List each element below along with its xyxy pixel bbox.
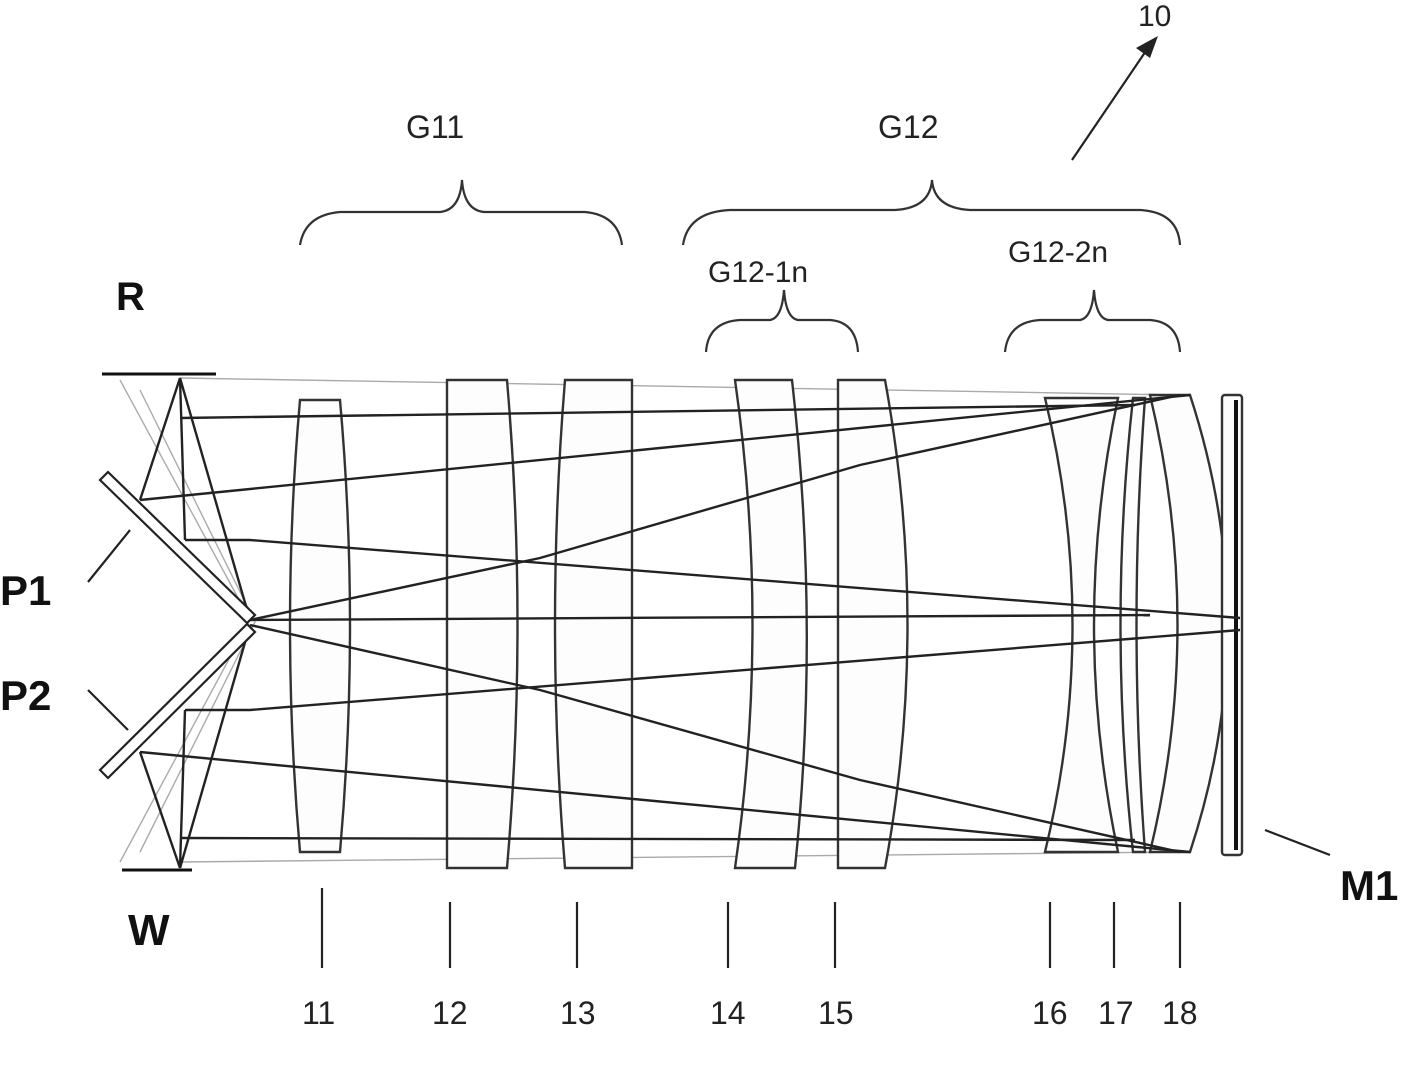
group-label-g12: G12 bbox=[878, 109, 938, 145]
element-label-15: 15 bbox=[818, 995, 854, 1031]
leader-p2 bbox=[87, 689, 129, 731]
element-label-14: 14 bbox=[710, 995, 746, 1031]
brace-g12-2n bbox=[1003, 289, 1182, 353]
lens-12 bbox=[445, 378, 519, 870]
lens-14 bbox=[733, 378, 808, 870]
element-label-12: 12 bbox=[432, 995, 468, 1031]
assembly-label: 10 bbox=[1138, 0, 1171, 33]
label-prism1: P1 bbox=[0, 567, 51, 614]
lens-17 bbox=[1119, 396, 1147, 854]
rays bbox=[138, 377, 1241, 869]
group-label-g12-2n: G12-2n bbox=[1008, 236, 1108, 269]
brace-g12 bbox=[681, 179, 1182, 246]
element-label-16: 16 bbox=[1032, 995, 1068, 1031]
element-label-18: 18 bbox=[1162, 995, 1198, 1031]
lens-16 bbox=[1043, 396, 1120, 854]
brace-g12-1n bbox=[704, 289, 860, 353]
lens-15 bbox=[836, 378, 909, 870]
prism-p2 bbox=[98, 622, 257, 780]
label-wafer: W bbox=[128, 906, 170, 955]
prism-p1 bbox=[98, 470, 257, 625]
leader-p1 bbox=[87, 529, 131, 583]
label-prism2: P2 bbox=[0, 672, 51, 719]
element-label-17: 17 bbox=[1098, 995, 1134, 1031]
mirror-m1 bbox=[1220, 393, 1244, 857]
label-reticle: R bbox=[116, 275, 145, 319]
leader-m1 bbox=[1264, 828, 1331, 857]
group-label-g11: G11 bbox=[406, 109, 464, 145]
lens-18 bbox=[1148, 393, 1229, 854]
group-label-g12-1n: G12-1n bbox=[708, 256, 808, 289]
brace-g11 bbox=[298, 179, 624, 246]
lens-13 bbox=[553, 378, 634, 870]
arrow-assembly bbox=[1071, 36, 1158, 161]
element-label-11: 11 bbox=[302, 995, 335, 1031]
element-ticks bbox=[320, 888, 1182, 968]
element-label-13: 13 bbox=[560, 995, 596, 1031]
label-mirror: M1 bbox=[1340, 862, 1398, 909]
lens-11 bbox=[288, 398, 352, 854]
